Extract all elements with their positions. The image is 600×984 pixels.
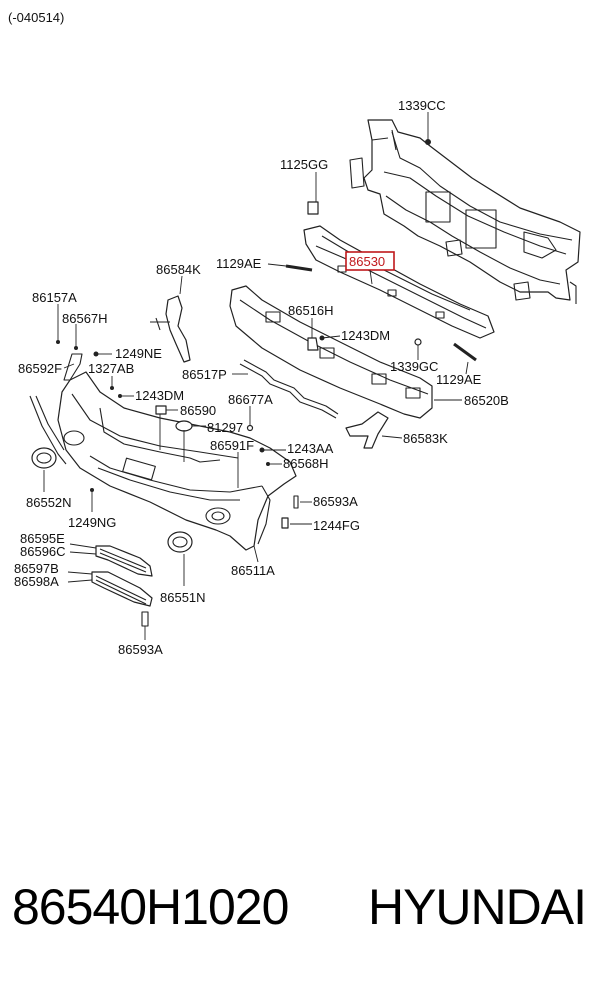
label-86598A: 86598A [14, 574, 59, 589]
grille-86597b [67, 571, 153, 607]
bolt-1339cc [425, 112, 431, 145]
molding-86592f [63, 353, 83, 381]
screw-1243dm-lower [118, 394, 134, 398]
screw-1243dm-upper [319, 335, 341, 341]
bracket-86516h [307, 318, 319, 351]
label-1243DM-lower: 1243DM [135, 388, 184, 403]
fog-cover-86552n [31, 447, 57, 492]
bolt-1129ae-lower [453, 342, 477, 375]
label-86567H: 86567H [62, 311, 108, 326]
bracket-86583k [345, 411, 403, 449]
clip-86157a [56, 304, 60, 344]
label-86583K: 86583K [403, 431, 448, 446]
label-1129AE-upper: 1129AE [216, 256, 262, 271]
label-86590: 86590 [180, 403, 216, 418]
label-86584K: 86584K [156, 262, 201, 277]
label-86157A: 86157A [32, 290, 77, 305]
label-86511A: 86511A [231, 563, 275, 578]
screw-1243aa [259, 447, 286, 453]
clip-86593a-lower [141, 611, 149, 640]
label-86520B: 86520B [464, 393, 509, 408]
bolt-1129ae-upper [267, 263, 313, 272]
clip-86568h [266, 462, 282, 466]
label-1244FG: 1244FG [313, 518, 360, 533]
label-1243DM-upper: 1243DM [341, 328, 390, 343]
label-1125GG: 1125GG [280, 157, 328, 172]
grille-86595e [69, 543, 153, 577]
label-86552N: 86552N [26, 495, 72, 510]
part-number: 86540H1020 [12, 879, 289, 935]
diagram-code: (-040514) [8, 10, 64, 25]
label-81297: 81297 [207, 420, 243, 435]
label-1129AE-lower: 1129AE [436, 372, 482, 387]
label-86517P: 86517P [182, 367, 227, 382]
label-1339GC: 1339GC [390, 359, 438, 374]
label-86551N: 86551N [160, 590, 206, 605]
nut-1339gc [414, 338, 422, 360]
bracket-86584k [150, 275, 191, 363]
fog-cover-86551n [167, 531, 193, 586]
label-1243AA: 1243AA [287, 441, 334, 456]
bumper-cover-86511a [29, 371, 297, 551]
label-86595E: 86595E [20, 531, 65, 546]
brand-name: HYUNDAI [367, 879, 587, 935]
label-1249NG: 1249NG [68, 515, 116, 530]
label-1327AB: 1327AB [88, 361, 134, 376]
stay-86517p [232, 359, 339, 419]
bolt-1125gg [307, 172, 319, 215]
clip-86593a-upper [293, 495, 312, 509]
label-86596C: 86596C [20, 544, 66, 559]
label-86592F: 86592F [18, 361, 62, 376]
screw-1249ng [90, 488, 94, 512]
cap-81297 [175, 420, 206, 462]
label-86593A-lower: 86593A [118, 642, 163, 657]
label-86568H: 86568H [283, 456, 329, 471]
label-86591F: 86591F [210, 438, 254, 453]
clip-86567h [74, 324, 78, 350]
label-86516H: 86516H [288, 303, 334, 318]
label-1339CC: 1339CC [398, 98, 446, 113]
front-carrier-assembly [349, 119, 581, 304]
screw-1249ne [93, 351, 112, 357]
label-86677A: 86677A [228, 392, 273, 407]
energy-absorber-86520b [229, 285, 433, 419]
screw-1244fg [281, 517, 312, 529]
bolt-86590 [155, 405, 178, 450]
label-86593A-upper: 86593A [313, 494, 358, 509]
label-86530: 86530 [349, 254, 385, 269]
label-1249NE: 1249NE [115, 346, 162, 361]
label-86597B: 86597B [14, 561, 59, 576]
clip-86677a [246, 406, 254, 432]
